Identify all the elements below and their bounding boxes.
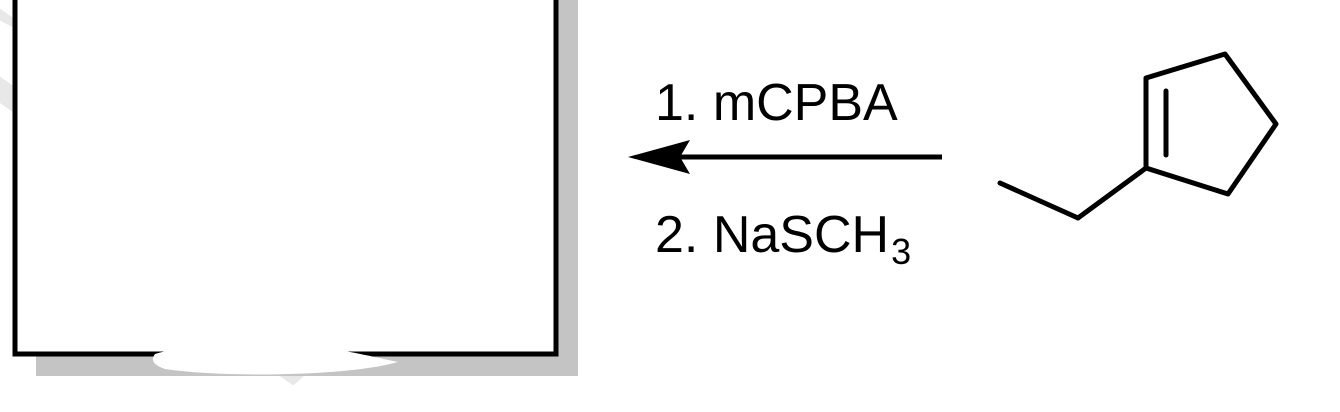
reagent-step-1: 1. mCPBA bbox=[655, 74, 898, 132]
reaction-conditions: 1. mCPBA 2. NaSCH3 bbox=[628, 74, 942, 272]
starting-material-1-ethylcyclopentene bbox=[997, 51, 1279, 221]
reagent-step-2-main: 2. NaSCH bbox=[655, 206, 889, 264]
answer-box-bottom-smudge bbox=[152, 342, 398, 375]
answer-box-frame[interactable] bbox=[12, 0, 559, 357]
reagent-step-2-subscript: 3 bbox=[891, 231, 911, 272]
cyclopentene-ring bbox=[1143, 51, 1279, 197]
reagent-step-2: 2. NaSCH3 bbox=[655, 206, 911, 272]
ethyl-bond-2 bbox=[1075, 165, 1149, 221]
answer-box[interactable] bbox=[12, 0, 578, 376]
reaction-arrow-head bbox=[628, 140, 690, 174]
ethyl-bond-1 bbox=[997, 180, 1081, 221]
